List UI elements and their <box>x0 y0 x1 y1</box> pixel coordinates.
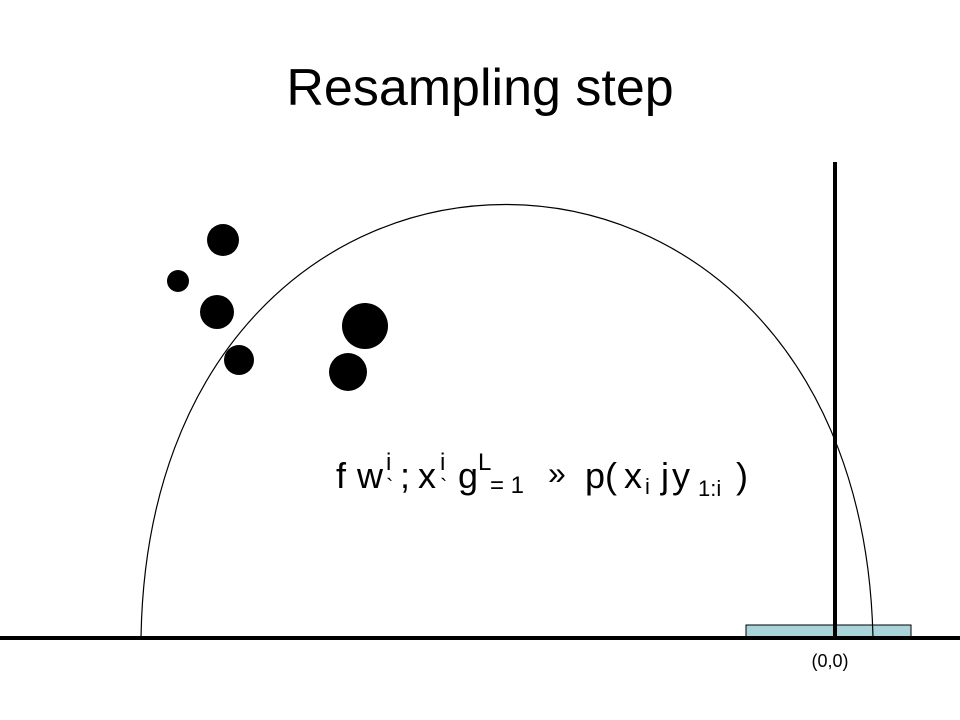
formula-open-brace: f <box>336 455 347 496</box>
formula-px-subscript: i <box>645 474 650 499</box>
likelihood-curve <box>140 203 874 639</box>
particle <box>200 295 234 329</box>
particle <box>207 224 239 256</box>
particle <box>224 345 254 375</box>
formula-w-subscript: ` <box>386 474 393 499</box>
formula-y-subscript: 1:i <box>698 476 721 501</box>
origin-label: (0,0) <box>811 651 848 671</box>
formula-w-superscript: i <box>386 449 391 476</box>
formula-y: y <box>672 455 690 496</box>
particle <box>167 270 189 292</box>
slide-title: Resampling step <box>286 59 674 117</box>
formula-p: p( <box>585 455 617 496</box>
formula-w: w <box>356 455 384 496</box>
formula-x: x <box>418 455 436 496</box>
formula-set-superscript: L <box>478 449 491 476</box>
formula-approx: » <box>548 455 566 491</box>
formula-set-subscript: = 1 <box>490 472 524 499</box>
formula-semicolon: ; <box>400 455 410 496</box>
formula-x-superscript: i <box>440 449 445 476</box>
particles-group <box>167 224 388 391</box>
particle-set-formula: f w i ` ; x i ` g L = 1 » p( x i j y 1:i… <box>336 449 748 501</box>
formula-px: x <box>624 455 642 496</box>
particle <box>342 303 388 349</box>
formula-close-paren: ) <box>736 455 748 496</box>
formula-conditional-bar: j <box>660 455 669 496</box>
particle <box>329 353 367 391</box>
formula-x-subscript: ` <box>440 474 447 499</box>
formula-close-brace: g <box>458 455 478 496</box>
